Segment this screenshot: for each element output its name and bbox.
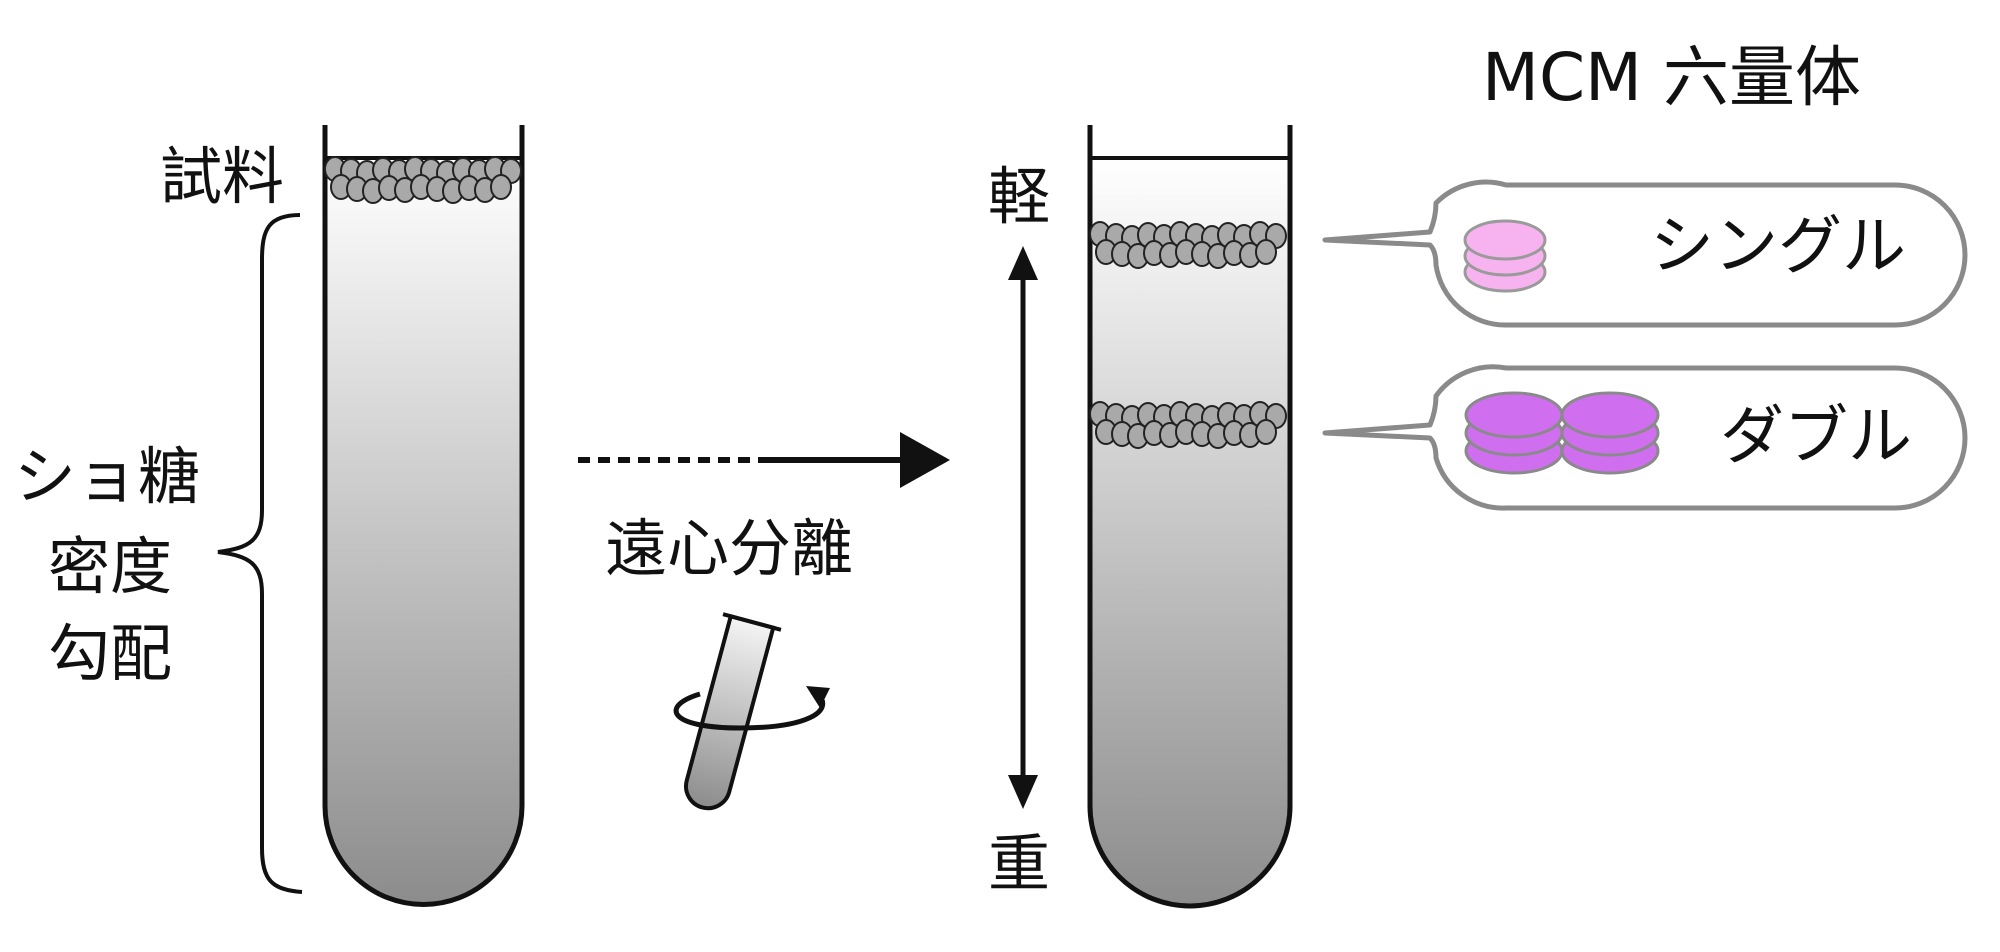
arrow-head: [900, 432, 950, 488]
right-tube-outline: [1087, 125, 1293, 909]
single-hexamer-icon: [1463, 219, 1547, 293]
particle: [1255, 239, 1277, 265]
sample-label: 試料: [160, 140, 284, 213]
spinning-tube-rim: [722, 612, 782, 632]
single-hexamer-band: [1089, 221, 1287, 269]
left-tube: [322, 125, 525, 907]
particle: [1255, 419, 1277, 445]
double-label: ダブル: [1720, 400, 1912, 474]
centrifugation-arrow: [578, 432, 950, 488]
left-tube-outline: [322, 125, 525, 907]
rotation-arrow-icon: [673, 691, 826, 731]
gradient-brace: [217, 213, 303, 894]
spinning-tube-icon: [684, 612, 782, 811]
mcm-hexamer-title: MCM 六量体: [1482, 39, 1861, 116]
density-axis-up-arrowhead: [1008, 246, 1038, 280]
light-label: 軽: [988, 160, 1050, 233]
gradient-label-line3: 勾配: [48, 617, 172, 690]
spinning-tube-body: [684, 613, 776, 811]
density-axis-down-arrowhead: [1008, 775, 1038, 809]
heavy-label: 重: [988, 827, 1050, 900]
double-hexamer-icon: [1464, 391, 1660, 475]
gradient-label-line2: 密度: [48, 530, 172, 603]
gradient-label-line1: ショ糖: [14, 440, 200, 513]
single-label: シングル: [1650, 210, 1906, 284]
centrifugation-label: 遠心分離: [605, 512, 853, 585]
sample-particle-band: [324, 156, 522, 204]
double-hexamer-band: [1089, 401, 1287, 449]
particle: [490, 174, 512, 200]
right-tube-fill: [1090, 158, 1290, 906]
single-callout: シングル: [1322, 179, 1968, 328]
right-tube: [1087, 125, 1293, 909]
double-callout: ダブル: [1322, 364, 1968, 511]
left-tube-fill: [325, 158, 522, 905]
rotation-arrow-head-icon: [806, 686, 830, 708]
